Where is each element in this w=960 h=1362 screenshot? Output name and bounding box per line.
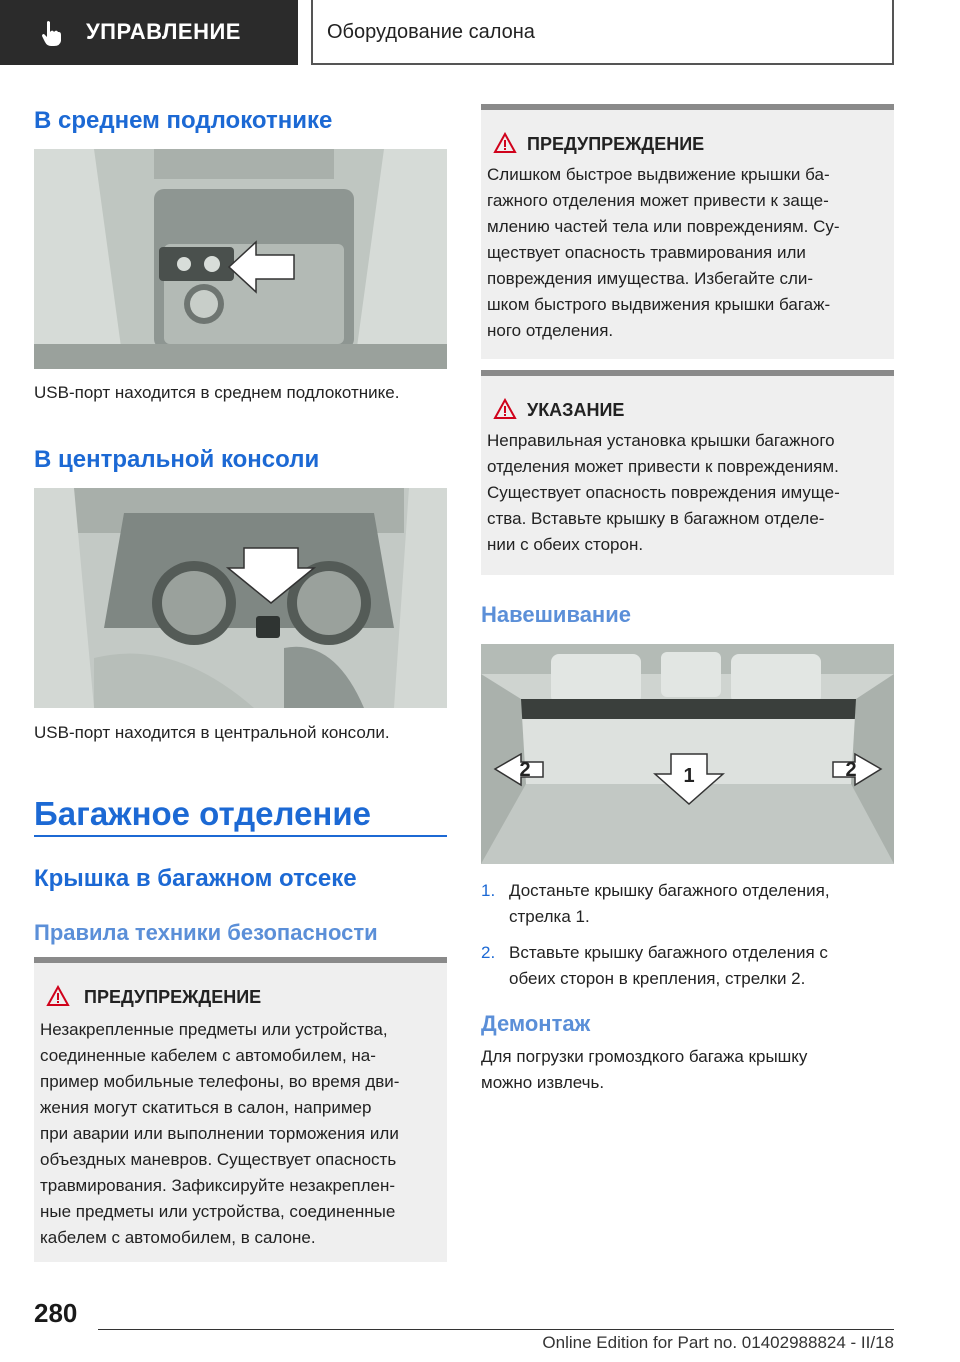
safety-heading: Правила техники безопасности bbox=[34, 920, 378, 945]
warning-text: Незакрепленные предметы или устройства, … bbox=[40, 1017, 445, 1251]
note-box-bar bbox=[481, 370, 894, 376]
warning-text: Слишком быстрое выдвижение крышки ба- га… bbox=[487, 162, 892, 344]
console-usb-photo bbox=[34, 488, 447, 708]
warning-line: объездных маневров. Существует опасность bbox=[40, 1150, 397, 1169]
remove-heading: Демонтаж bbox=[481, 1011, 591, 1036]
luggage-heading-rule bbox=[34, 835, 447, 837]
warning-line: шком быстрого выдвижения крышки багаж- bbox=[487, 295, 831, 314]
luggage-cover-photo: 2 1 2 bbox=[481, 644, 894, 864]
header-subsection-box: Оборудование салона bbox=[311, 0, 894, 65]
note-line: ства. Вставьте крышку в багажном отделе- bbox=[487, 509, 825, 528]
photo-label-center: 1 bbox=[683, 765, 694, 787]
warning-line: ществует опасность травмирования или bbox=[487, 243, 806, 262]
luggage-heading: Багажное отделение bbox=[34, 795, 371, 832]
warning-line: травмирования. Зафиксируйте незакреплен- bbox=[40, 1176, 396, 1195]
console-heading: В центральной консоли bbox=[34, 446, 320, 473]
step-number: 1. bbox=[481, 881, 496, 900]
photo-label-right: 2 bbox=[845, 759, 856, 781]
warning-line: гажного отделения может привести к заще- bbox=[487, 191, 829, 210]
note-line: нии с обеих сторон. bbox=[487, 535, 644, 554]
warning-line: ного отделения. bbox=[487, 321, 614, 340]
warning-line: жения могут скатиться в салон, например bbox=[40, 1098, 372, 1117]
step-line: Достаньте крышку багажного отделения, bbox=[509, 881, 830, 900]
warning-line: млению частей тела или повреждениям. Су- bbox=[487, 217, 840, 236]
header-section-tab: УПРАВЛЕНИЕ bbox=[0, 0, 298, 65]
warning-box-loose-items: ПРЕДУПРЕЖДЕНИЕ Незакрепленные предметы и… bbox=[34, 957, 447, 1262]
armrest-usb-photo bbox=[34, 149, 447, 369]
warning-box-bar bbox=[481, 104, 894, 110]
warning-triangle-icon bbox=[493, 132, 517, 153]
armrest-heading: В среднем подлокотнике bbox=[34, 107, 333, 134]
armrest-caption: USB-порт находится в среднем подлокотник… bbox=[34, 383, 400, 402]
warning-triangle-icon bbox=[493, 398, 517, 419]
note-line: Неправильная установка крышки багажного bbox=[487, 431, 835, 450]
cover-heading: Крышка в багажном отсеке bbox=[34, 865, 357, 892]
warning-line: Слишком быстрое выдвижение крышки ба- bbox=[487, 165, 830, 184]
warning-line: ные предметы или устройства, соединенные bbox=[40, 1202, 396, 1221]
warning-line: повреждения имущества. Избегайте сли- bbox=[487, 269, 814, 288]
note-line: Существует опасность повреждения имуще- bbox=[487, 483, 840, 502]
warning-line: Незакрепленные предметы или устройства, bbox=[40, 1020, 388, 1039]
mount-heading: Навешивание bbox=[481, 602, 631, 627]
remove-text: Для погрузки громоздкого багажа крышку м… bbox=[481, 1044, 894, 1096]
warning-triangle-icon bbox=[46, 985, 70, 1006]
step-line: обеих сторон в крепления, стрелки 2. bbox=[509, 969, 806, 988]
warning-line: пример мобильные телефоны, во время дви- bbox=[40, 1072, 400, 1091]
step-number: 2. bbox=[481, 943, 496, 962]
photo-label-left: 2 bbox=[519, 759, 530, 781]
footer-edition: Online Edition for Part no. 01402988824 … bbox=[542, 1333, 894, 1352]
header-section-label: УПРАВЛЕНИЕ bbox=[86, 19, 241, 44]
warning-line: кабелем с автомобилем, в салоне. bbox=[40, 1228, 316, 1247]
list-item: 1. Достаньте крышку багажного отделения,… bbox=[481, 878, 894, 930]
warning-title: ПРЕДУПРЕЖДЕНИЕ bbox=[84, 987, 262, 1007]
step-line: стрелка 1. bbox=[509, 907, 590, 926]
note-line: отделения может привести к повреждениям. bbox=[487, 457, 839, 476]
steps-list: 1. Достаньте крышку багажного отделения,… bbox=[481, 878, 894, 1002]
header-subsection-label: Оборудование салона bbox=[327, 21, 535, 43]
note-title: УКАЗАНИЕ bbox=[527, 400, 625, 420]
warning-box-fast-extend: ПРЕДУПРЕЖДЕНИЕ Слишком быстрое выдвижени… bbox=[481, 104, 894, 359]
warning-box-bar bbox=[34, 957, 447, 963]
list-item: 2. Вставьте крышку багажного отделения с… bbox=[481, 940, 894, 992]
warning-title: ПРЕДУПРЕЖДЕНИЕ bbox=[527, 134, 705, 154]
footer-rule bbox=[98, 1329, 894, 1330]
warning-line: соединенные кабелем с автомобилем, на- bbox=[40, 1046, 376, 1065]
note-text: Неправильная установка крышки багажного … bbox=[487, 428, 892, 558]
remove-line: можно извлечь. bbox=[481, 1073, 605, 1092]
remove-line: Для погрузки громоздкого багажа крышку bbox=[481, 1047, 808, 1066]
page-number: 280 bbox=[34, 1298, 78, 1328]
console-caption: USB-порт находится в центральной консоли… bbox=[34, 723, 390, 742]
warning-line: при аварии или выполнении торможения или bbox=[40, 1124, 399, 1143]
step-line: Вставьте крышку багажного отделения с bbox=[509, 943, 828, 962]
note-box-install: УКАЗАНИЕ Неправильная установка крышки б… bbox=[481, 370, 894, 575]
hand-touch-icon bbox=[42, 21, 61, 46]
